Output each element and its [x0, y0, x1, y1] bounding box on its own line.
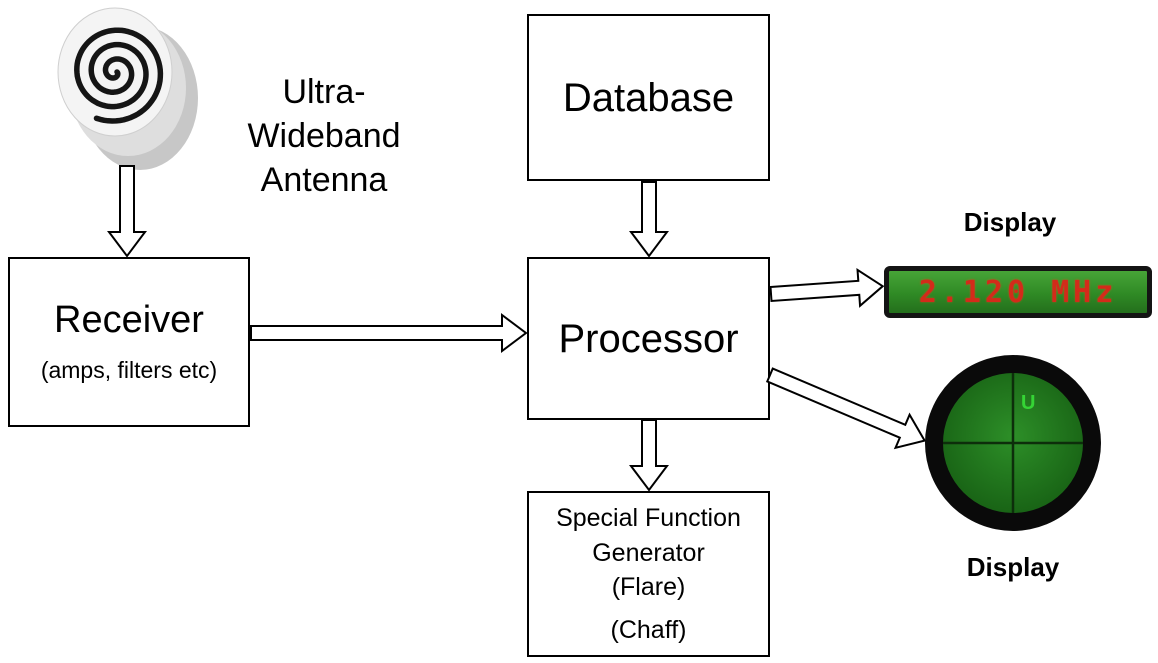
- sfg-line4: (Chaff): [610, 615, 687, 644]
- sfg-line2: Generator: [592, 538, 705, 567]
- arrow-processor-to-frequency-display: [769, 267, 885, 308]
- frequency-display-caption: Display: [963, 207, 1057, 237]
- receiver-title: Receiver: [54, 298, 204, 341]
- database-box: Database: [527, 14, 770, 181]
- frequency-display: 2.120 MHz: [884, 266, 1152, 318]
- scope-marker: U: [1021, 392, 1035, 414]
- frequency-readout: 2.120 MHz: [918, 274, 1118, 310]
- spiral-antenna-icon: [57, 7, 198, 170]
- special-function-generator-box: Special Function Generator (Flare) (Chaf…: [527, 491, 770, 657]
- arrow-processor-to-scope-display: [765, 367, 927, 450]
- scope-display: U: [925, 355, 1101, 531]
- antenna-label-line3: Antenna: [260, 161, 388, 200]
- scope-display-caption: Display: [966, 552, 1060, 582]
- processor-box: Processor: [527, 257, 770, 420]
- antenna-label: Ultra- Wideband Antenna: [218, 70, 430, 203]
- antenna-label-line1: Ultra-: [282, 73, 366, 111]
- spiral-antenna-path: [74, 27, 164, 124]
- arrow-database-to-processor: [629, 181, 669, 258]
- antenna-label-line2: Wideband: [247, 117, 401, 156]
- database-label: Database: [562, 75, 735, 120]
- sfg-line1: Special Function: [556, 504, 741, 532]
- receiver-box: Receiver (amps, filters etc): [8, 257, 250, 427]
- arrow-processor-to-generator: [629, 419, 669, 492]
- arrow-antenna-to-receiver: [107, 165, 147, 258]
- arrow-receiver-to-processor: [250, 313, 528, 353]
- processor-label: Processor: [558, 316, 739, 361]
- sfg-line3: (Flare): [611, 573, 686, 601]
- receiver-subtitle: (amps, filters etc): [40, 357, 218, 384]
